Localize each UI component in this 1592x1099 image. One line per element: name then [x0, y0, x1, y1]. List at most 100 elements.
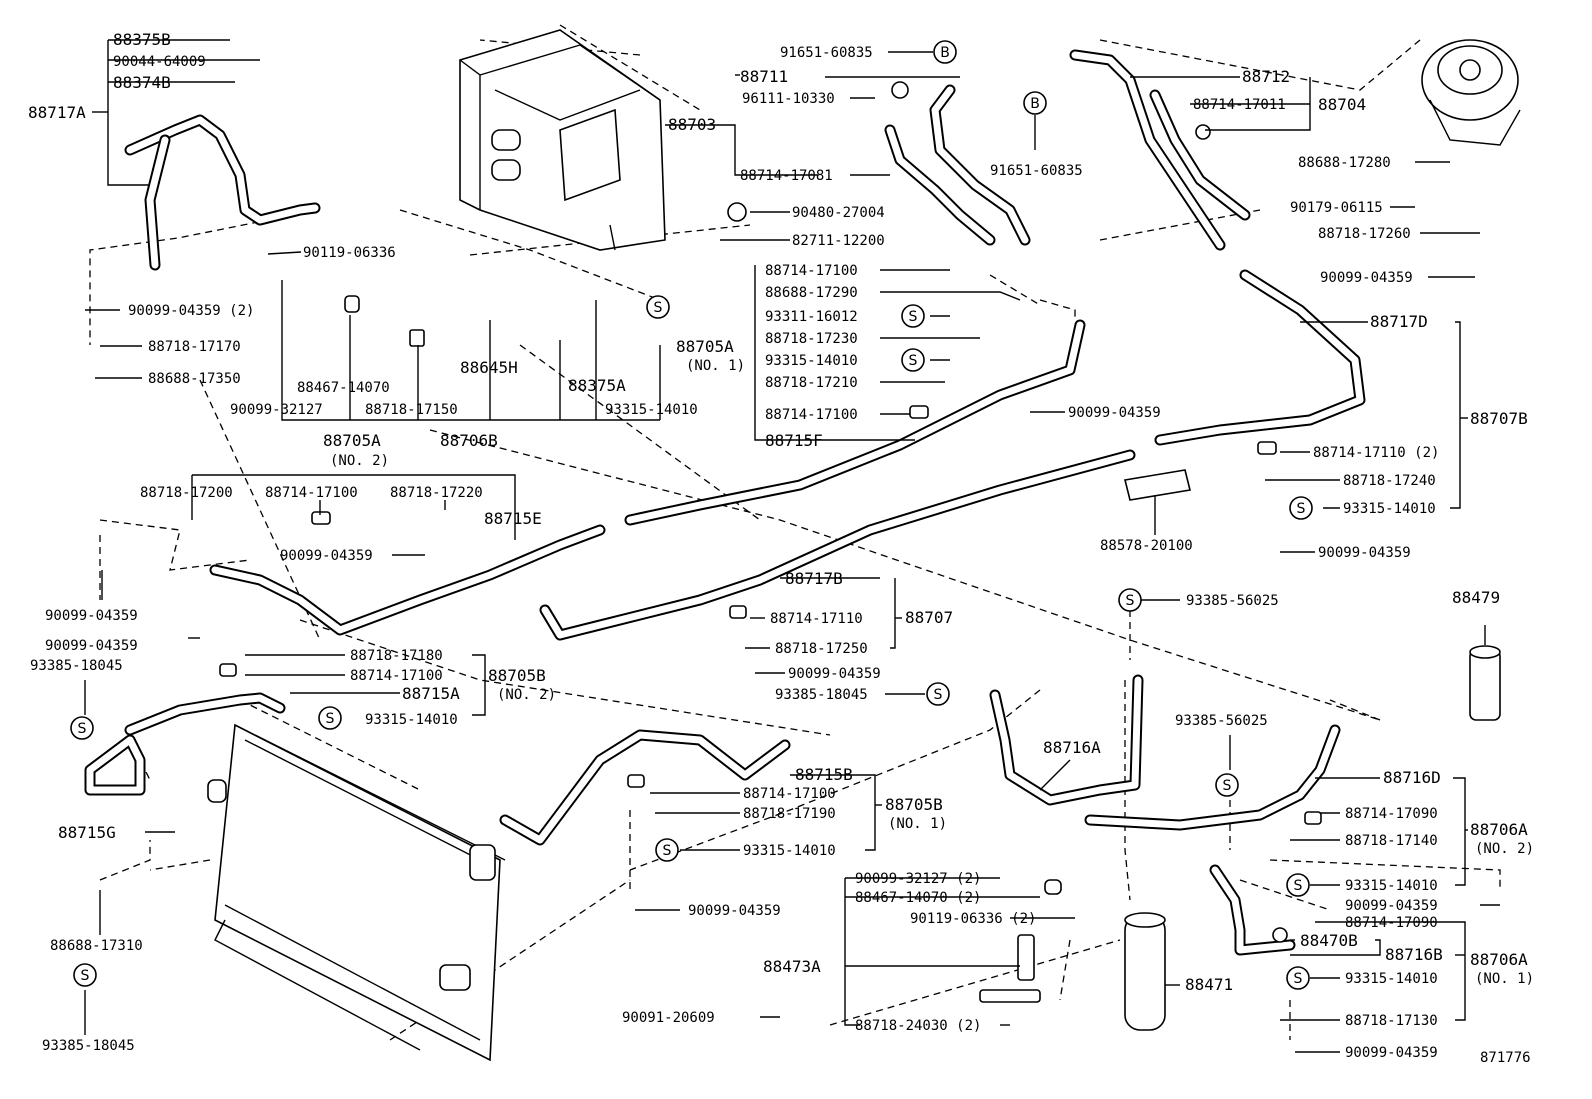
part-label: 90119-06336	[303, 245, 396, 261]
part-label: (NO. 2)	[497, 687, 556, 703]
part-label: 93315-14010	[765, 353, 858, 369]
part-label: 82711-12200	[792, 233, 885, 249]
part-label: 90044-64009	[113, 54, 206, 70]
part-label: 88706A	[1470, 820, 1528, 839]
s-symbol: S	[78, 721, 87, 737]
s-symbol: S	[1297, 501, 1306, 517]
part-label: 88470B	[1300, 931, 1358, 950]
part-label: 93385-18045	[775, 687, 868, 703]
part-label: 90099-04359	[1345, 1045, 1438, 1061]
part-label: 93315-14010	[1343, 501, 1436, 517]
part-label: 88688-17310	[50, 938, 143, 954]
part-label: 88718-17130	[1345, 1013, 1438, 1029]
leader-lines	[84, 39, 1500, 1053]
b-symbol: B	[1030, 96, 1040, 112]
part-label: 88714-17100	[765, 407, 858, 423]
part-label: 88718-17170	[148, 339, 241, 355]
part-label: 88714-17110 (2)	[1313, 445, 1439, 461]
part-label: 93385-18045	[42, 1038, 135, 1054]
b-symbol: B	[940, 45, 950, 61]
part-label: (NO. 2)	[1475, 841, 1534, 857]
part-label: 90099-04359	[1345, 898, 1438, 914]
part-label: 90099-04359	[1320, 270, 1413, 286]
part-label: 88703	[668, 115, 716, 134]
part-label: 90119-06336 (2)	[910, 911, 1036, 927]
part-label: 88714-17100	[765, 263, 858, 279]
part-label: 90091-20609	[622, 1010, 715, 1026]
s-symbol: S	[663, 843, 672, 859]
part-label: 90099-04359	[788, 666, 881, 682]
receiver-dryer	[1124, 912, 1166, 1031]
condenser	[207, 723, 506, 1062]
part-label: 88714-17110	[770, 611, 863, 627]
part-label: 88718-17250	[775, 641, 868, 657]
s-symbol: S	[1223, 778, 1232, 794]
part-label: 90099-04359	[1318, 545, 1411, 561]
part-label: 90099-04359 (2)	[128, 303, 254, 319]
part-label: 88718-24030 (2)	[855, 1018, 981, 1034]
part-label: 88714-17081	[740, 168, 833, 184]
part-label: 90179-06115	[1290, 200, 1383, 216]
part-label: 88714-17090	[1345, 915, 1438, 931]
canister	[1469, 645, 1501, 721]
part-label: 88714-17100	[350, 668, 443, 684]
part-label: 93315-14010	[743, 843, 836, 859]
part-label: 88718-17260	[1318, 226, 1411, 242]
part-label: (NO. 1)	[686, 358, 745, 374]
part-label: 90099-04359	[1068, 405, 1161, 421]
part-labels: 88375B 90044-64009 88374B 88717A 90099-0…	[28, 30, 1534, 1066]
part-label: 88688-17290	[765, 285, 858, 301]
part-label: 88467-14070	[297, 380, 390, 396]
part-label: 93311-16012	[765, 309, 858, 325]
part-label: 88715A	[402, 684, 460, 703]
part-label: 88715E	[484, 509, 542, 528]
part-label: 93385-18045	[30, 658, 123, 674]
part-label: 88716D	[1383, 768, 1441, 787]
part-label: 88375B	[113, 30, 171, 49]
part-label: 93315-14010	[1345, 971, 1438, 987]
part-label: 93315-14010	[1345, 878, 1438, 894]
part-label: 88717A	[28, 103, 86, 122]
part-label: 88707B	[1470, 409, 1528, 428]
compressor	[1421, 39, 1521, 146]
part-label: 90099-04359	[45, 638, 138, 654]
part-label: 88645H	[460, 358, 518, 377]
evaporator-case	[459, 29, 666, 251]
part-label: 88374B	[113, 73, 171, 92]
part-label: 88714-17100	[743, 786, 836, 802]
part-label: 88718-17200	[140, 485, 233, 501]
part-label: 90099-04359	[45, 608, 138, 624]
part-label: 93315-14010	[365, 712, 458, 728]
part-label: 88688-17280	[1298, 155, 1391, 171]
s-symbol: S	[1126, 593, 1135, 609]
part-label: 88714-17011	[1193, 97, 1286, 113]
part-label: 88707	[905, 608, 953, 627]
part-label: 91651-60835	[780, 45, 873, 61]
s-symbol: S	[326, 711, 335, 727]
part-label: 88718-17140	[1345, 833, 1438, 849]
part-label: 88711	[740, 67, 788, 86]
part-label: 88705A	[676, 337, 734, 356]
part-label: 88705B	[885, 795, 943, 814]
circle-symbols	[70, 40, 1313, 990]
s-symbol: S	[654, 300, 663, 316]
s-symbol: S	[934, 687, 943, 703]
part-label: 90480-27004	[792, 205, 885, 221]
pad	[1124, 469, 1191, 501]
part-label: 88718-17210	[765, 375, 858, 391]
s-symbol: S	[1294, 878, 1303, 894]
part-label: 90099-04359	[280, 548, 373, 564]
s-symbol: S	[81, 968, 90, 984]
part-label: 88705B	[488, 666, 546, 685]
part-label: 88718-17230	[765, 331, 858, 347]
part-label: 88716B	[1385, 945, 1443, 964]
dashed-guide-lines	[89, 24, 1501, 1041]
diagram-number: 871776	[1480, 1050, 1531, 1066]
part-label: 88718-17240	[1343, 473, 1436, 489]
part-label: 88717B	[785, 569, 843, 588]
part-label: 90099-32127 (2)	[855, 871, 981, 887]
part-label: 88718-17190	[743, 806, 836, 822]
part-label: (NO. 1)	[1475, 971, 1534, 987]
